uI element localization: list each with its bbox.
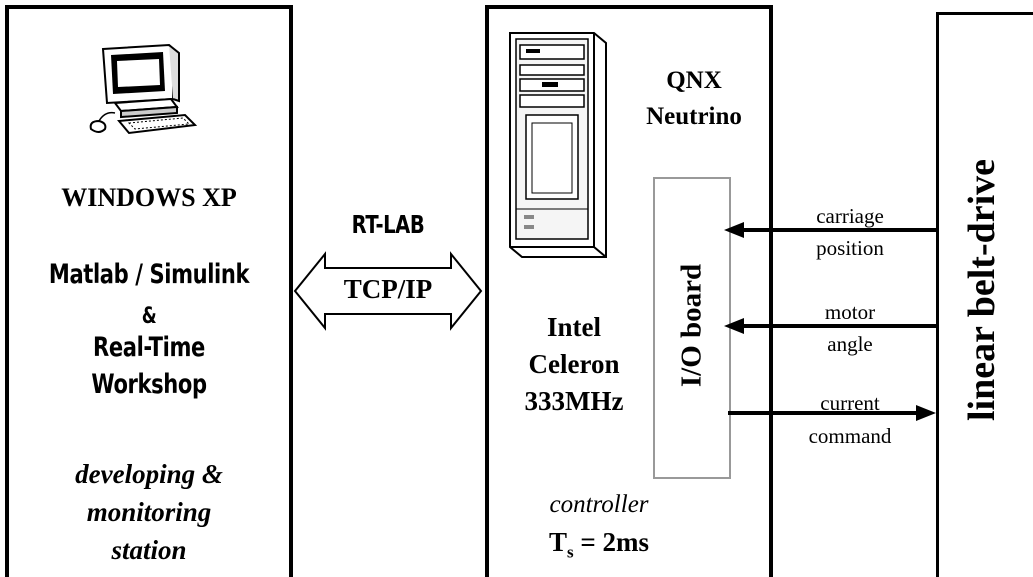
server-tower-icon (509, 32, 607, 258)
signal-current-line2: command (808, 424, 892, 448)
rt-lab-label: RT-LAB (351, 210, 425, 239)
os-label: WINDOWS XP (61, 183, 237, 212)
sampling-time-symbol: T (548, 527, 567, 557)
controller-box: QNX Neutrino Intel Celeron 333MHz I/O bo… (485, 5, 773, 577)
qnx-label: QNX (666, 67, 722, 94)
signal-motor-line2: angle (827, 332, 873, 356)
neutrino-label: Neutrino (646, 103, 742, 130)
role-line3: station (111, 535, 187, 565)
sampling-time-value: = 2ms (573, 527, 650, 557)
signal-motor-line1: motor (824, 300, 876, 324)
belt-drive-label: linear belt-drive (961, 158, 1003, 422)
sampling-time: Ts = 2ms (509, 527, 689, 562)
role-line2: monitoring (86, 497, 212, 527)
signal-carriage-line1: carriage (816, 204, 884, 228)
developing-station-box: WINDOWS XP Matlab / Simulink & Real-Time… (5, 5, 293, 577)
signal-current-line1: current (820, 391, 880, 415)
software-amp: & (141, 304, 157, 329)
role-line1: developing & (75, 459, 223, 489)
belt-drive-box (936, 12, 1033, 577)
tcpip-label: TCP/IP (343, 274, 433, 304)
software-line1: Matlab / Simulink (48, 259, 250, 290)
desktop-computer-icon (89, 43, 198, 135)
cpu-line1: Intel (547, 312, 601, 342)
controller-role: controller (549, 491, 649, 518)
cpu-line2: Celeron (528, 349, 620, 379)
io-board-box (653, 177, 731, 479)
software-line3: Workshop (91, 369, 207, 400)
sampling-time-subscript: s (567, 542, 574, 562)
signal-arrows (724, 222, 936, 421)
cpu-line3: 333MHz (524, 386, 624, 416)
signal-carriage-line2: position (816, 236, 884, 260)
io-board-label: I/O board (675, 263, 708, 388)
software-line2: Real-Time (93, 332, 205, 363)
double-arrow-icon (293, 251, 483, 331)
